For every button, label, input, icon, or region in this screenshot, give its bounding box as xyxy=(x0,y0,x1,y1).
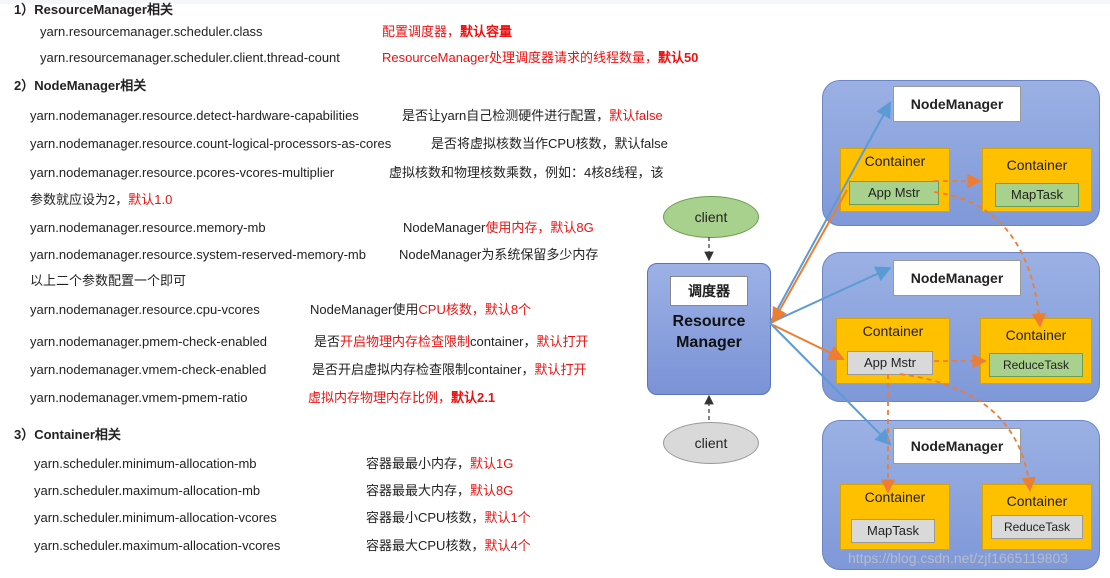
nodemanager-title: NodeManager xyxy=(893,428,1021,464)
nm-param-key: yarn.nodemanager.resource.detect-hardwar… xyxy=(30,108,359,123)
container-box: Container ReduceTask xyxy=(982,484,1092,550)
container-label: Container xyxy=(1005,327,1067,343)
ct-param-desc: 容器最最大内存，默认8G xyxy=(366,483,514,498)
nm-param-desc: 是否将虚拟核数当作CPU核数，默认false xyxy=(431,136,668,151)
container-box: Container App Mstr xyxy=(836,318,950,384)
nm-param-desc: 虚拟内存物理内存比例，默认2.1 xyxy=(308,390,496,405)
nm-param-key: yarn.nodemanager.resource.count-logical-… xyxy=(30,136,392,151)
nm-param-key: yarn.nodemanager.vmem-check-enabled xyxy=(30,362,267,377)
rm-to-node-arrow xyxy=(769,266,892,324)
watermark-text: https://blog.csdn.net/zjf1665119803 xyxy=(848,550,1069,566)
appmaster-to-task-arrow xyxy=(933,191,1047,328)
ct-param-key: yarn.scheduler.maximum-allocation-vcores xyxy=(34,538,281,553)
container-label: Container xyxy=(862,323,924,339)
nm-param-desc-continued: 参数就应设为2，默认1.0 xyxy=(30,192,173,207)
appmaster-to-task-arrow xyxy=(899,373,1036,492)
nm-param-desc: NodeManager使用内存，默认8G xyxy=(403,220,594,235)
container-box: Container MapTask xyxy=(982,148,1092,212)
map-task: MapTask xyxy=(851,519,935,543)
section-header-nodemanager: 2）NodeManager相关 xyxy=(14,78,147,93)
nodemanager-title: NodeManager xyxy=(893,260,1021,296)
appmaster-to-rm-arrow xyxy=(772,189,848,324)
rm-param-key: yarn.resourcemanager.scheduler.client.th… xyxy=(40,50,340,65)
nm-param-desc: NodeManager为系统保留多少内存 xyxy=(399,247,599,262)
section-header-container: 3）Container相关 xyxy=(14,427,121,442)
rm-to-node-arrow xyxy=(769,322,892,446)
ct-param-key: yarn.scheduler.minimum-allocation-vcores xyxy=(34,510,277,525)
container-label: Container xyxy=(864,489,926,505)
ct-param-key: yarn.scheduler.minimum-allocation-mb xyxy=(34,456,257,471)
map-task: MapTask xyxy=(995,183,1079,207)
top-strip xyxy=(0,0,1110,4)
ct-param-key: yarn.scheduler.maximum-allocation-mb xyxy=(34,483,261,498)
nm-param-desc: 是否让yarn自己检测硬件进行配置，默认false xyxy=(402,108,663,123)
nodemanager-title: NodeManager xyxy=(893,86,1021,122)
container-label: Container xyxy=(864,153,926,169)
nm-param-key: yarn.nodemanager.resource.cpu-vcores xyxy=(30,302,260,317)
container-box: Container MapTask xyxy=(840,484,950,550)
nm-param-key: yarn.nodemanager.resource.system-reserve… xyxy=(30,247,366,262)
rm-param-desc: 配置调度器，默认容量 xyxy=(382,24,513,39)
client-top: client xyxy=(663,196,759,238)
container-box: Container App Mstr xyxy=(840,148,950,212)
nm-param-key: yarn.nodemanager.resource.pcores-vcores-… xyxy=(30,165,335,180)
nm-param-note: 以上二个参数配置一个即可 xyxy=(30,273,187,288)
rm-to-node-arrow xyxy=(769,101,891,324)
nm-param-key: yarn.nodemanager.resource.memory-mb xyxy=(30,220,266,235)
nm-param-desc: 虚拟核数和物理核数乘数，例如：4核8线程，该 xyxy=(389,165,664,180)
nm-param-desc: 是否开启物理内存检查限制container，默认打开 xyxy=(314,334,589,349)
scheduler-label: 调度器 xyxy=(670,276,748,306)
ct-param-desc: 容器最小CPU核数，默认1个 xyxy=(366,510,531,525)
nm-param-key: yarn.nodemanager.pmem-check-enabled xyxy=(30,334,268,349)
app-master-task: App Mstr xyxy=(849,181,939,205)
container-label: Container xyxy=(1006,157,1068,173)
client-bottom: client xyxy=(663,422,759,464)
app-master-task: App Mstr xyxy=(847,351,933,375)
nm-param-key: yarn.nodemanager.vmem-pmem-ratio xyxy=(30,390,248,405)
reduce-task: ReduceTask xyxy=(991,515,1083,539)
nm-param-desc: 是否开启虚拟内存检查限制container，默认打开 xyxy=(312,362,587,377)
nm-param-desc: NodeManager使用CPU核数，默认8个 xyxy=(310,302,532,317)
container-label: Container xyxy=(1006,493,1068,509)
rm-to-appmaster-arrow xyxy=(772,324,845,361)
ct-param-desc: 容器最大CPU核数，默认4个 xyxy=(366,538,531,553)
reduce-task: ReduceTask xyxy=(989,353,1083,377)
ct-param-desc: 容器最最小内存，默认1G xyxy=(366,456,514,471)
rm-param-key: yarn.resourcemanager.scheduler.class xyxy=(40,24,263,39)
section-header-resourcemanager: 1）ResourceManager相关 xyxy=(14,2,173,17)
rm-param-desc: ResourceManager处理调度器请求的线程数量，默认50 xyxy=(382,50,699,65)
